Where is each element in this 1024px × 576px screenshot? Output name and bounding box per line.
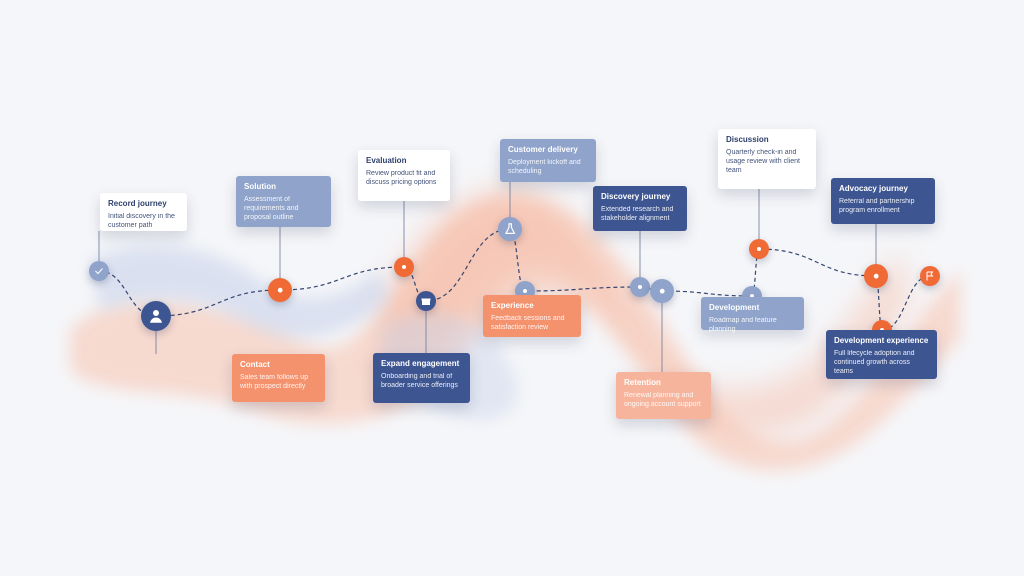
flag-icon [920, 266, 940, 286]
milestone-node [268, 278, 292, 302]
milestone-description: Quarterly check-in and usage review with… [726, 149, 800, 174]
milestone-description: Referral and partnership program enrollm… [839, 198, 915, 214]
milestone-title: Development [709, 303, 760, 312]
milestone-title: Expand engagement [381, 359, 460, 368]
dot-icon [630, 277, 650, 297]
milestone-title: Development experience [834, 336, 929, 345]
milestone-description: Roadmap and feature planning [709, 317, 777, 333]
dot-icon [268, 278, 292, 302]
user-icon [141, 301, 171, 331]
milestone-title: Discussion [726, 135, 769, 144]
milestone-title: Experience [491, 301, 534, 310]
milestone-description: Renewal planning and ongoing account sup… [624, 392, 701, 408]
milestone-title: Evaluation [366, 156, 407, 165]
milestone-node [89, 261, 109, 281]
milestone-title: Record journey [108, 199, 167, 208]
wave-blue [90, 245, 390, 338]
milestone-title: Discovery journey [601, 192, 671, 201]
milestone-description: Extended research and stakeholder alignm… [601, 206, 674, 222]
milestone-node [141, 301, 171, 331]
milestone-node [864, 264, 888, 288]
check-icon [89, 261, 109, 281]
wave-coral [380, 188, 910, 436]
milestone-title: Customer delivery [508, 145, 578, 154]
dot-icon [864, 264, 888, 288]
milestone-title: Solution [244, 182, 276, 191]
milestone-description: Full lifecycle adoption and continued gr… [834, 350, 915, 375]
milestone-title: Contact [240, 360, 270, 369]
dot-icon [650, 279, 674, 303]
end-node [920, 266, 940, 286]
milestone-title: Advocacy journey [839, 184, 908, 193]
milestone-title: Retention [624, 378, 661, 387]
milestone-description: Review product fit and discuss pricing o… [366, 170, 437, 186]
milestone-node [498, 217, 522, 241]
milestone-node [394, 257, 414, 277]
milestone-description: Feedback sessions and satisfaction revie… [491, 315, 565, 331]
milestone-node [416, 291, 436, 311]
milestone-node [650, 279, 674, 303]
milestone-node [749, 239, 769, 259]
flask-icon [498, 217, 522, 241]
milestone-description: Sales team follows up with prospect dire… [240, 374, 309, 390]
milestone-node [630, 277, 650, 297]
dot-icon [749, 239, 769, 259]
milestone-description: Deployment kickoff and scheduling [508, 159, 581, 175]
milestone-description: Initial discovery in the customer path [108, 213, 175, 229]
milestone-description: Onboarding and trial of broader service … [381, 373, 458, 389]
milestone-description: Assessment of requirements and proposal … [244, 196, 299, 221]
dot-icon [394, 257, 414, 277]
gift-icon [416, 291, 436, 311]
dot-icon [515, 281, 535, 301]
